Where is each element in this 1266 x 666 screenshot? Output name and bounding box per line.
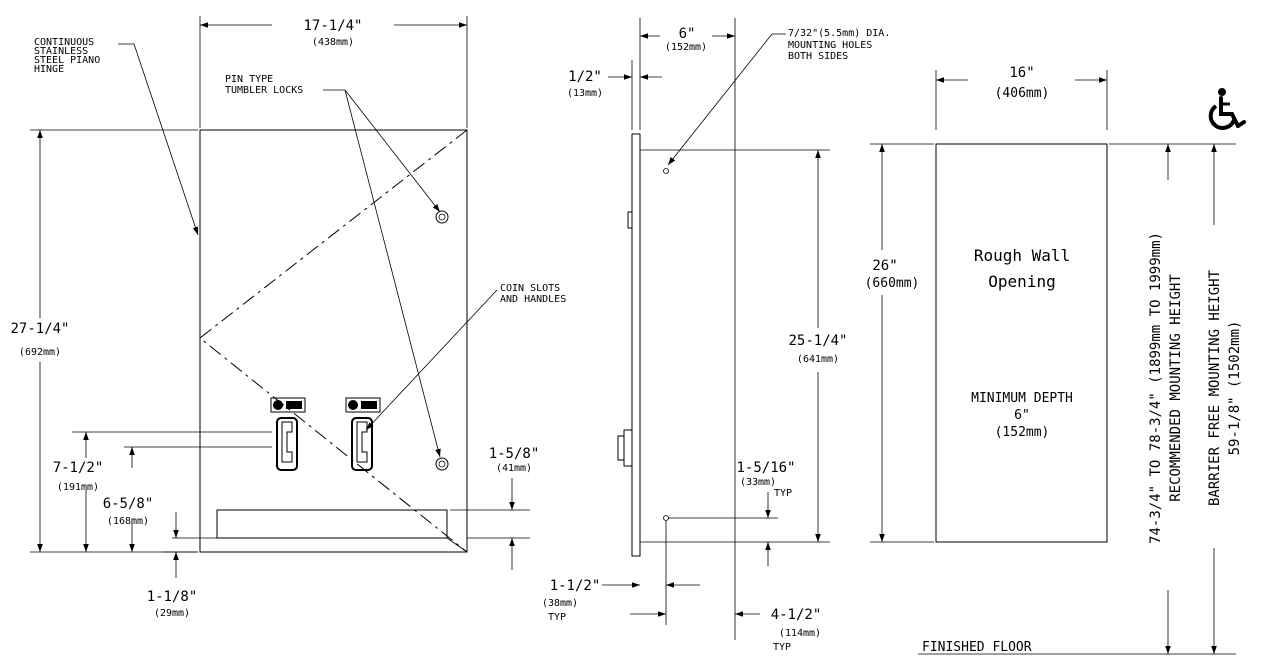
- wheelchair-icon: [1208, 88, 1246, 130]
- hole-back-note: TYP: [773, 642, 791, 653]
- hinge-note-line-3: STEEL PIANO: [34, 55, 100, 66]
- lock-note-line-1: PIN TYPE: [225, 74, 273, 85]
- opening-label-line-1: Rough Wall: [974, 246, 1070, 265]
- tray-height-label: 1-5/8": [489, 446, 540, 462]
- recommended-height-line-1: 74-3/4" TO 78-3/4" (1899mm TO 1999mm): [1148, 232, 1164, 544]
- coin-mechanism-right: [345, 397, 381, 471]
- hole-front-label: 1-1/2": [550, 578, 601, 594]
- min-depth-line-2: 6": [1014, 408, 1030, 423]
- holes-leader: [667, 33, 786, 166]
- side-depth-label: 6": [679, 26, 696, 42]
- coin-tray: [216, 509, 448, 539]
- hinge-note-line-1: CONTINUOUS: [34, 37, 94, 48]
- front-height-label: 27-1/4": [10, 321, 69, 337]
- tumbler-lock-upper: [435, 210, 449, 224]
- cabinet-side-hinge-tab-upper: [627, 211, 633, 229]
- flange-label: 1/2": [568, 69, 602, 85]
- side-view: 6" (152mm) 1/2" (13mm) 7/32"(5.5mm) DIA.…: [542, 18, 890, 653]
- rough-wall-opening: [935, 143, 1108, 543]
- hole-bottom-mm: (33mm): [740, 477, 776, 488]
- hole-front-note: TYP: [548, 612, 566, 623]
- tray-height-mm: (41mm): [496, 463, 532, 474]
- finished-floor-label: FINISHED FLOOR: [922, 640, 1032, 655]
- front-width-mm: (438mm): [312, 37, 354, 48]
- hole-spacing-mm: (641mm): [797, 354, 839, 365]
- base-offset-mm: (29mm): [154, 608, 190, 619]
- holes-note-line-3: BOTH SIDES: [788, 51, 848, 62]
- cabinet-side-lock-tab: [623, 429, 633, 467]
- flange-mm: (13mm): [567, 88, 603, 99]
- side-depth-mm: (152mm): [665, 42, 707, 53]
- mounting-hole-upper: [663, 168, 669, 174]
- barrier-free-line-1: BARRIER FREE MOUNTING HEIGHT: [1207, 269, 1223, 506]
- hole-bottom-label: 1-5/16": [736, 460, 795, 476]
- hinge-note-line-4: HINGE: [34, 64, 64, 75]
- rough-opening-view: 16" (406mm) Rough Wall Opening MINIMUM D…: [865, 65, 1246, 655]
- lock-leader-upper: [344, 89, 441, 213]
- front-width-label: 17-1/4": [303, 18, 362, 34]
- tumbler-lock-lower: [435, 457, 449, 471]
- cabinet-front-outline: [199, 129, 468, 553]
- opening-width-label: 16": [1009, 65, 1034, 81]
- coin-note-line-1: COIN SLOTS: [500, 283, 560, 294]
- opening-height-label: 26": [872, 258, 897, 274]
- min-depth-line-1: MINIMUM DEPTH: [971, 391, 1073, 406]
- opening-width-mm: (406mm): [995, 86, 1050, 101]
- front-view: 17-1/4" (438mm) 27-1/4" (692mm) CONTINUO…: [10, 16, 566, 619]
- hinge-leader: [118, 43, 199, 236]
- hinge-note-line-2: STAINLESS: [34, 46, 88, 57]
- barrier-free-line-2: 59-1/8" (1502mm): [1227, 321, 1243, 456]
- recommended-height-line-2: RECOMMENDED MOUNTING HEIGHT: [1168, 274, 1184, 502]
- slot-height-mm: (168mm): [107, 516, 149, 527]
- front-height-mm: (692mm): [19, 347, 61, 358]
- handle-height-label: 7-1/2": [53, 460, 104, 476]
- coin-note-line-2: AND HANDLES: [500, 294, 566, 305]
- slot-height-label: 6-5/8": [103, 496, 154, 512]
- opening-height-mm: (660mm): [865, 276, 920, 291]
- lock-leader-lower: [344, 89, 441, 458]
- hole-back-label: 4-1/2": [771, 607, 822, 623]
- min-depth-line-3: (152mm): [995, 425, 1050, 440]
- holes-note-line-2: MOUNTING HOLES: [788, 40, 872, 51]
- coin-mechanism-left: [270, 397, 306, 471]
- opening-label-line-2: Opening: [988, 272, 1055, 291]
- handle-height-mm: (191mm): [57, 482, 99, 493]
- holes-note-line-1: 7/32"(5.5mm) DIA.: [788, 28, 890, 39]
- hole-spacing-label: 25-1/4": [788, 333, 847, 349]
- cabinet-side-flange: [631, 133, 641, 557]
- hole-front-mm: (38mm): [542, 598, 578, 609]
- hole-bottom-note: TYP: [774, 488, 792, 499]
- base-offset-label: 1-1/8": [147, 589, 198, 605]
- lock-note-line-2: TUMBLER LOCKS: [225, 85, 303, 96]
- mounting-hole-lower: [663, 515, 669, 521]
- door-swing-line: [199, 129, 468, 553]
- coin-leader: [365, 289, 498, 431]
- hole-back-mm: (114mm): [779, 628, 821, 639]
